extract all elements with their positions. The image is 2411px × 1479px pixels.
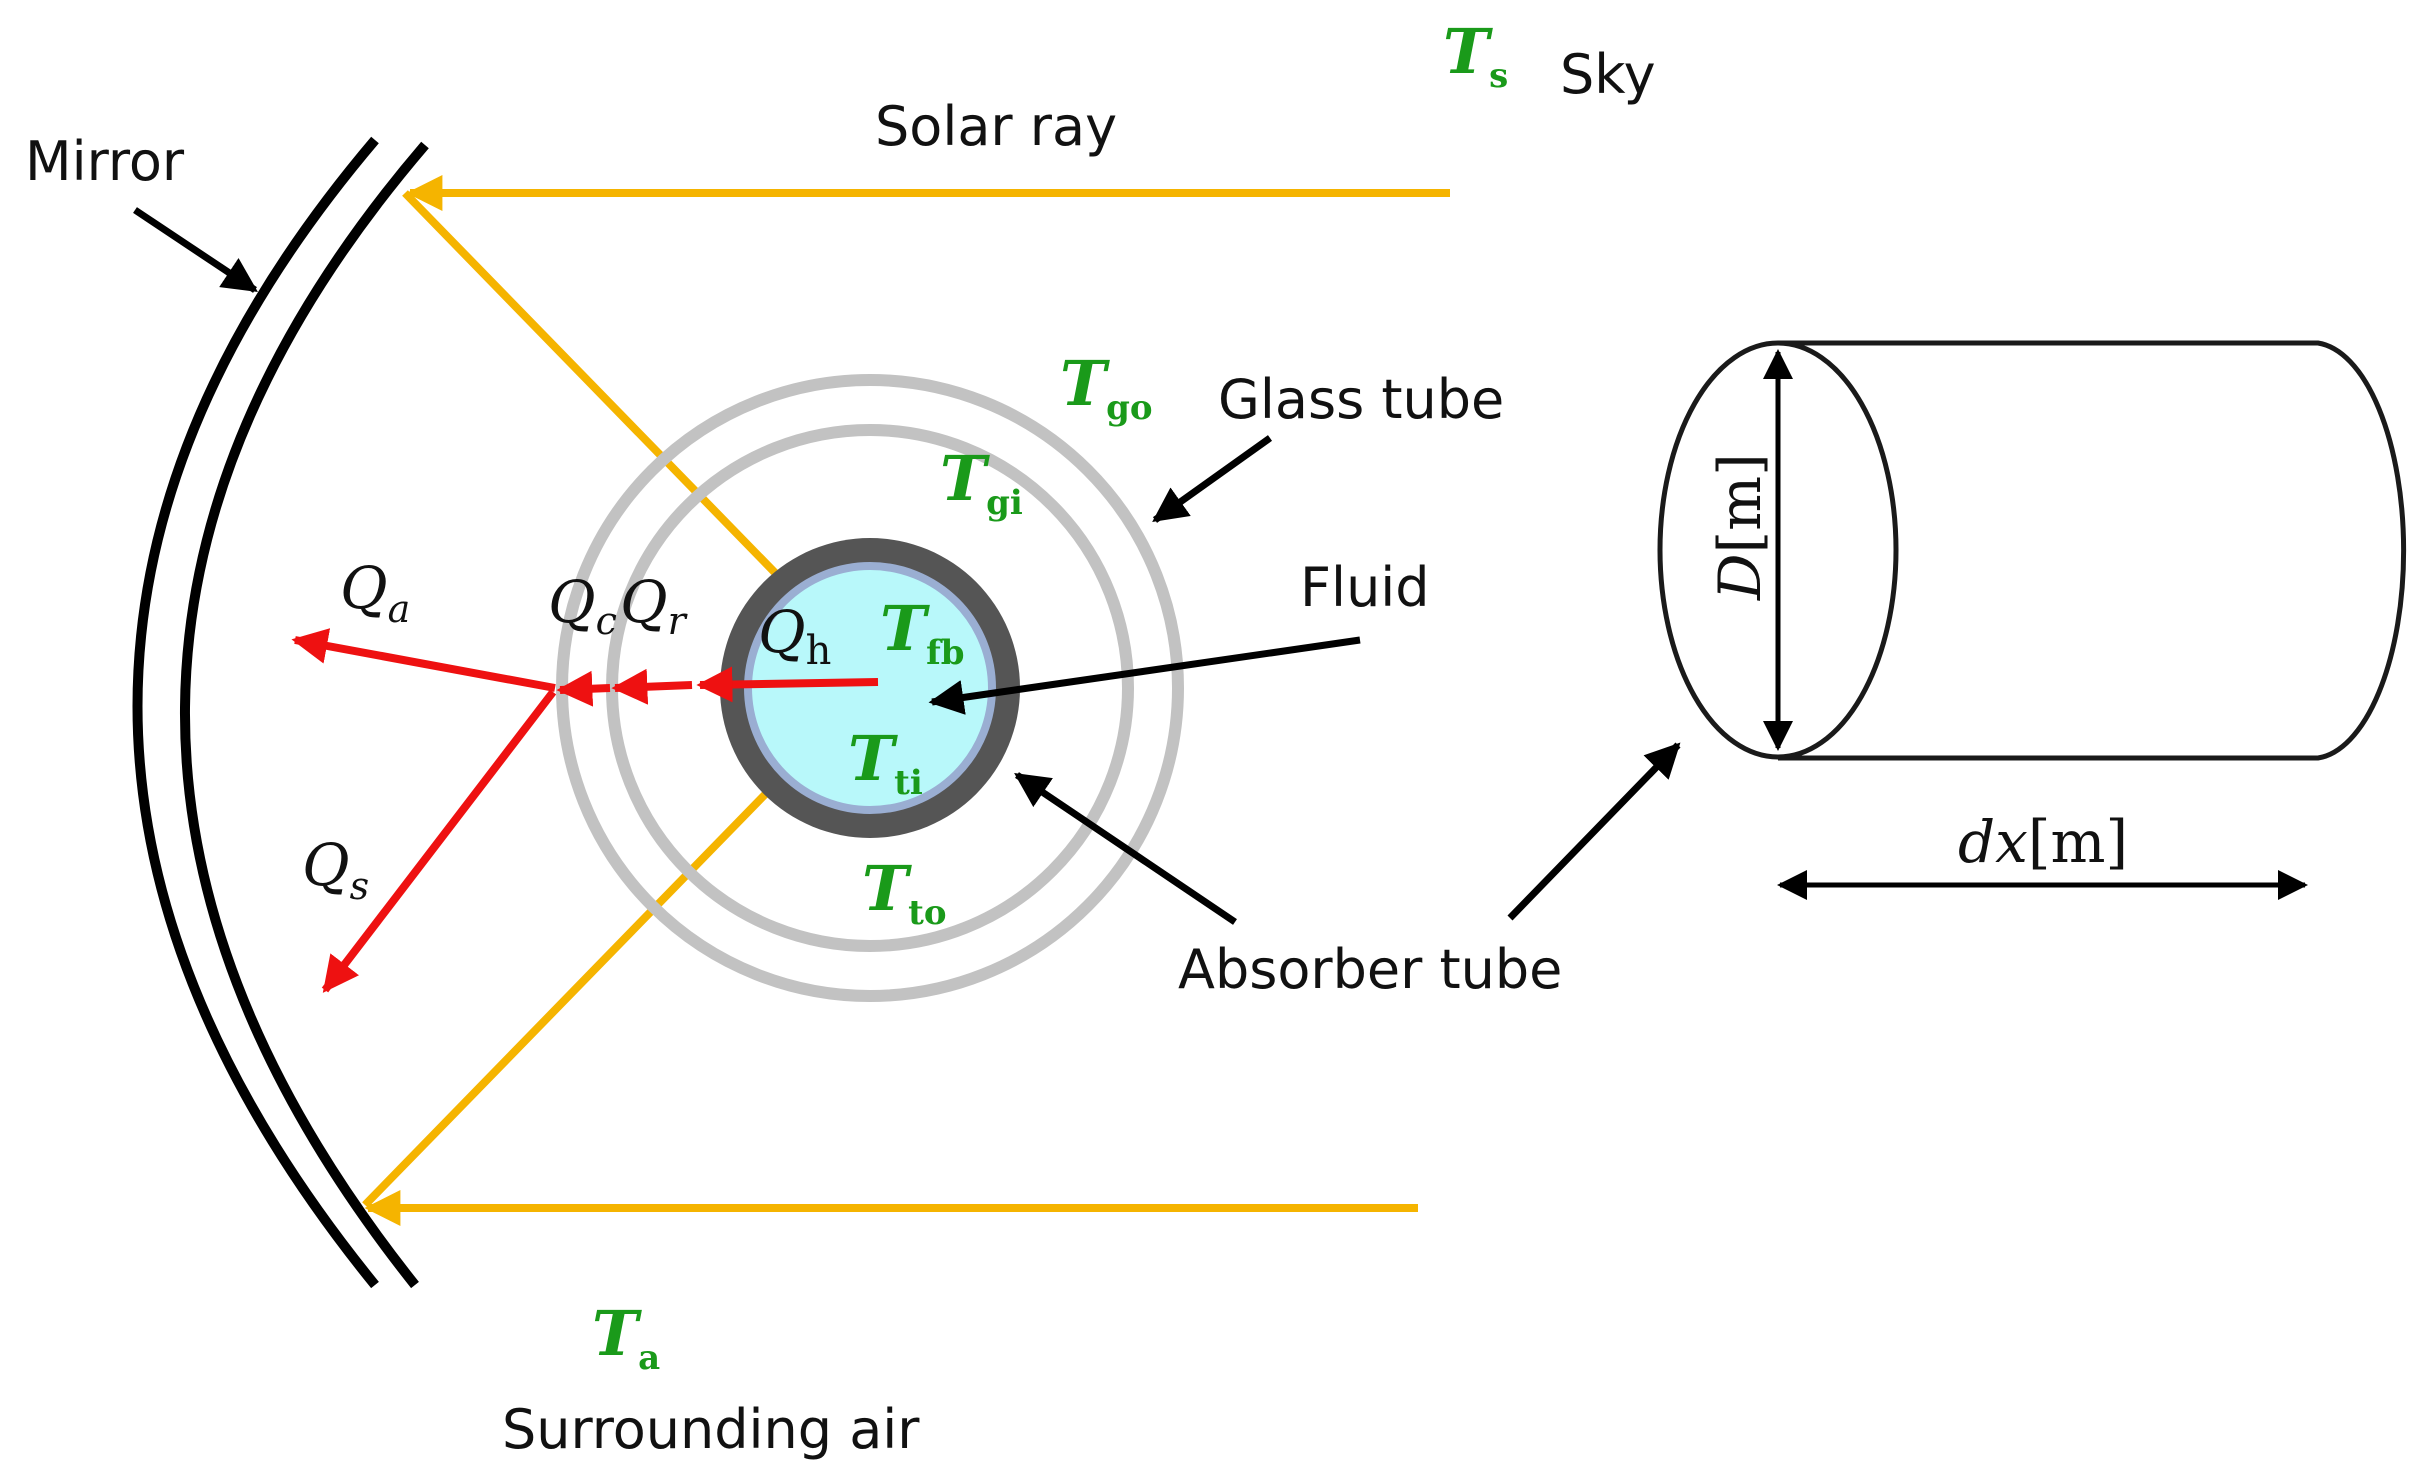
sky-label: Sky bbox=[1560, 43, 1656, 106]
mirror-pointer-arrow bbox=[133, 207, 258, 293]
heat-flow-qc-label: Qc bbox=[548, 568, 617, 643]
diameter-label: D[m] bbox=[1706, 453, 1774, 601]
heat-flow-qh-label: Qh bbox=[758, 598, 831, 674]
temp-glass-inner-label: Tgi bbox=[940, 442, 1023, 523]
length-label: dx[m] bbox=[1958, 808, 2128, 876]
mirror-label: Mirror bbox=[25, 130, 185, 193]
fluid-label: Fluid bbox=[1300, 556, 1430, 619]
glass-tube-label: Glass tube bbox=[1218, 368, 1504, 431]
temp-ambient-label: Ta bbox=[592, 1297, 660, 1378]
solar-ray-label: Solar ray bbox=[875, 95, 1117, 158]
element-pointer-arrow bbox=[1507, 742, 1681, 921]
heat-loss-arrows bbox=[291, 628, 879, 993]
temp-glass-outer-label: Tgo bbox=[1060, 347, 1153, 428]
absorber-tube-pointer-arrow bbox=[1014, 772, 1237, 925]
temp-tube-inner-label: Tti bbox=[848, 722, 923, 803]
temp-tube-outer-label: Tto bbox=[862, 852, 947, 933]
fluid-pointer-arrow bbox=[928, 636, 1361, 715]
mirror bbox=[132, 136, 429, 1289]
temp-sky-label: Ts bbox=[1443, 15, 1508, 96]
glass-tube-pointer-arrow bbox=[1152, 435, 1273, 523]
cylinder-element bbox=[1657, 340, 2407, 761]
heat-flow-qa-label: Qa bbox=[340, 554, 410, 631]
absorber-tube-label: Absorber tube bbox=[1178, 938, 1562, 1001]
temp-fluid-bulk-label: Tfb bbox=[880, 592, 965, 673]
surrounding-air-label: Surrounding air bbox=[502, 1398, 920, 1461]
heat-flow-qr-label: Qr bbox=[620, 568, 689, 643]
heat-flow-qs-label: Qs bbox=[302, 831, 369, 908]
